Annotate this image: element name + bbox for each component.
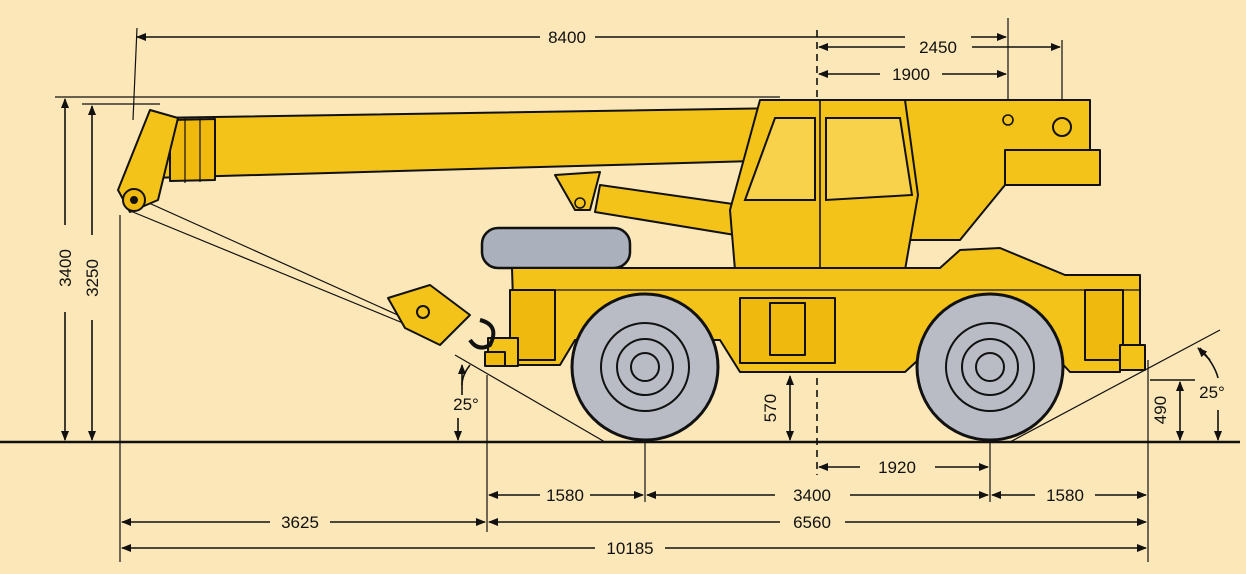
dim-boom-length: 8400	[548, 28, 586, 47]
dim-center-to-rear-axle: 1920	[878, 458, 916, 477]
dim-rear-clearance: 490	[1151, 396, 1170, 424]
crane-illustration	[117, 99, 1146, 442]
dim-ground-clearance: 570	[761, 394, 780, 422]
dim-boom-pivot-height: 3250	[83, 259, 102, 297]
dim-front-overhang: 1580	[546, 486, 584, 505]
dim-carrier-length: 6560	[793, 513, 831, 532]
dim-departure-angle: 25°	[1199, 383, 1225, 402]
dimension-labels: 8400 2450 1900 3400 3250 570 490 25° 25°…	[54, 26, 1225, 559]
dim-overall-height: 3400	[56, 249, 75, 287]
dim-rear-overhang-inner: 1900	[892, 65, 930, 84]
extension-lines	[55, 18, 1149, 562]
dim-rear-overhang-outer: 2450	[919, 38, 957, 57]
dim-rear-overhang: 1580	[1046, 486, 1084, 505]
dim-boom-front-projection: 3625	[281, 513, 319, 532]
dimension-arrows	[61, 33, 1222, 552]
front-wheel	[570, 292, 720, 442]
slope-lines	[119, 189, 1221, 443]
dim-overall-length: 10185	[606, 539, 653, 558]
dim-wheelbase: 3400	[793, 486, 831, 505]
dim-approach-angle: 25°	[453, 395, 479, 414]
rear-wheel	[915, 292, 1065, 442]
